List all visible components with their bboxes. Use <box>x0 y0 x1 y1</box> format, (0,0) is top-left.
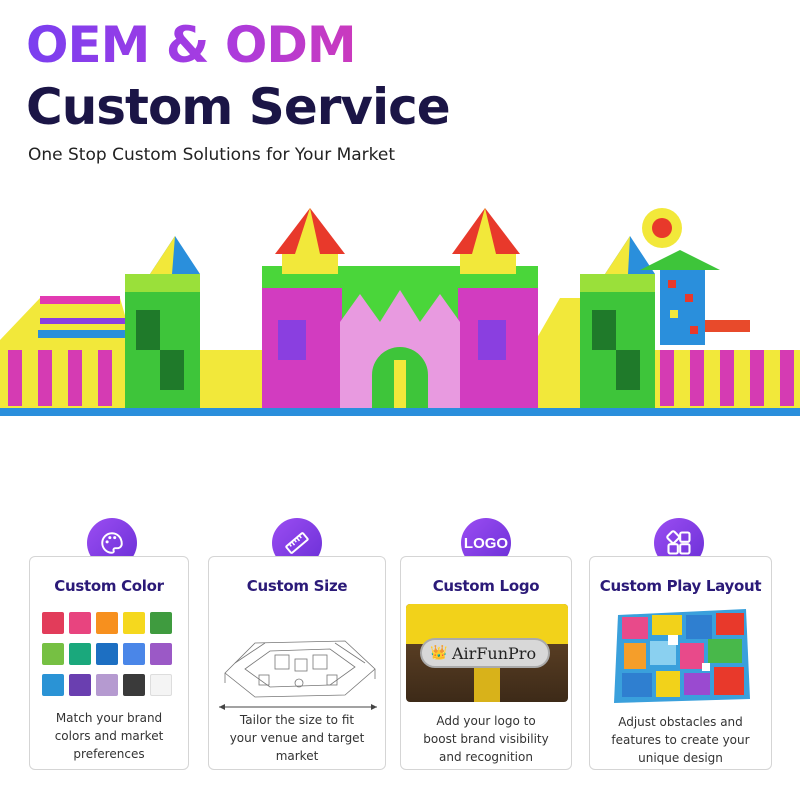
desc-line: features to create your <box>611 733 750 747</box>
color-swatch <box>69 674 91 696</box>
color-swatch <box>123 643 145 665</box>
color-swatch <box>150 674 172 696</box>
headline-oem-odm: OEM & ODM <box>26 14 450 76</box>
color-swatch <box>42 612 64 634</box>
color-swatch <box>96 612 118 634</box>
color-swatch <box>150 643 172 665</box>
desc-line: market <box>275 749 319 763</box>
color-swatch <box>69 643 91 665</box>
card-description: Adjust obstacles and features to create … <box>596 713 765 767</box>
desc-line: and recognition <box>439 750 533 764</box>
desc-line: colors and market <box>54 729 164 743</box>
desc-line: preferences <box>73 747 145 761</box>
desc-line: your venue and target <box>229 731 365 745</box>
card-custom-size: Custom Size Tailor the size to fit your … <box>208 556 386 770</box>
color-swatch <box>96 643 118 665</box>
card-title: Custom Size <box>246 577 348 595</box>
card-custom-color: Custom Color Match your brand colors and… <box>29 556 189 770</box>
color-swatch <box>42 674 64 696</box>
logo-badge-text: LOGO <box>463 534 509 552</box>
desc-line: Match your brand <box>55 711 163 725</box>
desc-line: Adjust obstacles and <box>618 715 743 729</box>
headline: OEM & ODM Custom Service <box>26 14 451 138</box>
card-description: Tailor the size to fit your venue and ta… <box>215 711 379 765</box>
logo-text: AirFunPro <box>452 644 537 663</box>
card-title: Custom Logo <box>432 577 540 595</box>
desc-line: Tailor the size to fit <box>239 713 355 727</box>
color-swatch <box>42 643 64 665</box>
card-custom-logo: Custom Logo 👑 AirFunPro Add your logo to… <box>400 556 572 770</box>
color-swatch <box>69 612 91 634</box>
headline-custom-service: Custom Service <box>26 78 451 136</box>
color-swatch <box>123 612 145 634</box>
desc-line: unique design <box>638 751 723 765</box>
size-blueprint-image <box>219 640 377 710</box>
inflatable-course-image <box>0 208 800 416</box>
card-title: Custom Color <box>54 577 164 595</box>
desc-line: boost brand visibility <box>423 732 549 746</box>
color-swatches <box>42 612 174 696</box>
play-layout-image <box>614 609 750 703</box>
card-description: Add your logo to boost brand visibility … <box>407 712 565 766</box>
desc-line: Add your logo to <box>436 714 536 728</box>
color-swatch <box>150 612 172 634</box>
logo-photo: 👑 AirFunPro <box>406 604 568 702</box>
card-title: Custom Play Layout <box>599 577 762 595</box>
card-description: Match your brand colors and market prefe… <box>36 709 182 763</box>
card-custom-play-layout: Custom Play Layout Adjust obstacles and … <box>589 556 772 770</box>
logo-mark-icon: 👑 <box>430 644 448 660</box>
color-swatch <box>96 674 118 696</box>
subtitle: One Stop Custom Solutions for Your Marke… <box>28 145 396 165</box>
color-swatch <box>123 674 145 696</box>
